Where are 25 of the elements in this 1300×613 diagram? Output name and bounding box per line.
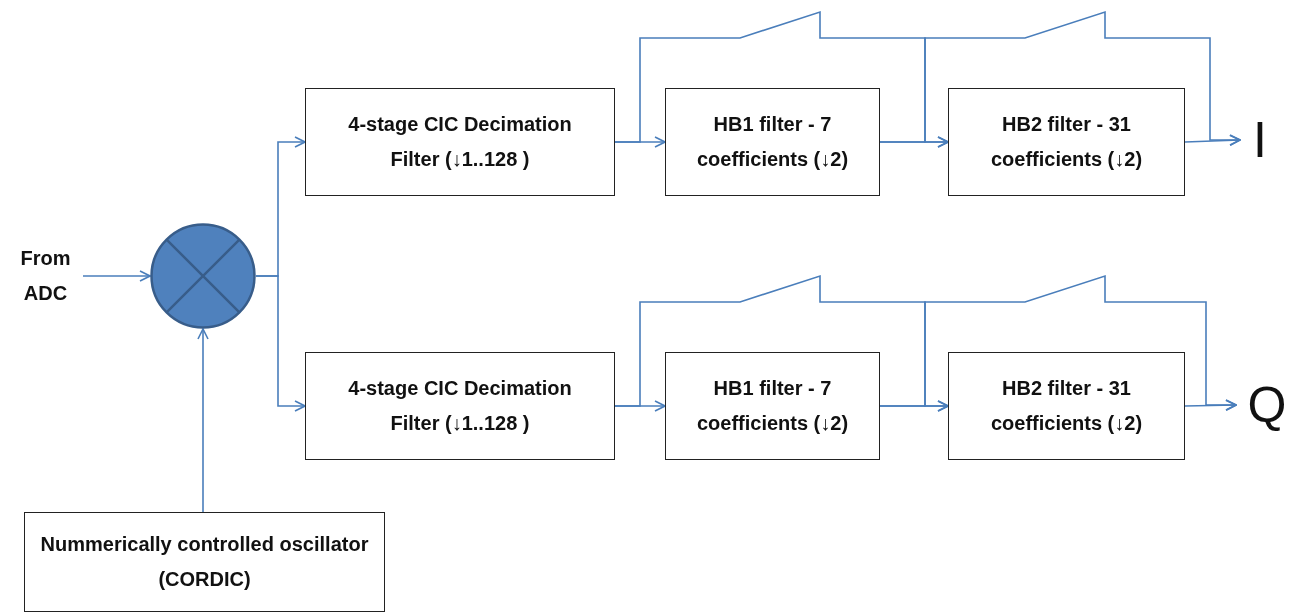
- arrow: [197, 328, 209, 513]
- box-label: 4-stage CIC Decimation Filter (↓1..128 ): [347, 112, 573, 172]
- filter-box: [24, 512, 385, 612]
- filter-box: [305, 88, 615, 196]
- bypass-switch-line: [879, 10, 1241, 146]
- mixer-symbol: [150, 223, 256, 329]
- output-label: I: [1240, 108, 1280, 172]
- input-label: From ADC: [8, 241, 83, 311]
- filter-box: [305, 352, 615, 460]
- filter-box: [665, 352, 880, 460]
- filter-box: [948, 88, 1185, 196]
- box-label: HB2 filter - 31 coefficients (↓2): [989, 112, 1144, 172]
- arrow: [82, 270, 151, 282]
- filter-box: [665, 88, 880, 196]
- arrow: [255, 275, 306, 412]
- box-label: HB1 filter - 7 coefficients (↓2): [695, 112, 850, 172]
- filter-box: [948, 352, 1185, 460]
- box-label: Nummerically controlled oscillator (CORDIC): [39, 532, 370, 592]
- box-label: HB2 filter - 31 coefficients (↓2): [989, 376, 1144, 436]
- output-label: Q: [1236, 373, 1298, 437]
- bypass-switch-line: [614, 274, 949, 412]
- bypass-switch-line: [879, 274, 1237, 411]
- box-label: HB1 filter - 7 coefficients (↓2): [695, 376, 850, 436]
- box-label: 4-stage CIC Decimation Filter (↓1..128 ): [347, 376, 573, 436]
- bypass-switch-line: [614, 10, 949, 148]
